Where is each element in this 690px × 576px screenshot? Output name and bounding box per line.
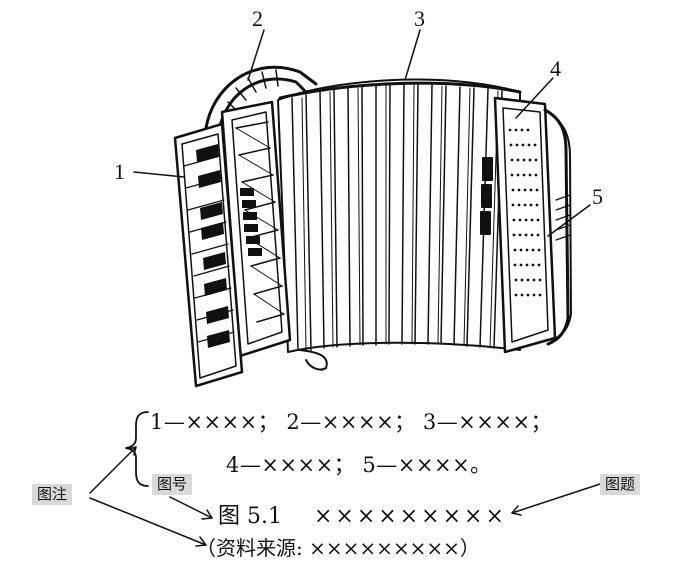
- callout-5: 5: [592, 184, 603, 209]
- callout-4: 4: [550, 56, 561, 81]
- tag-number: 图号: [152, 474, 193, 495]
- figure-caption: 图 5.1 ×××××××××: [218, 506, 507, 528]
- tag-title: 图题: [600, 474, 641, 495]
- callout-3: 3: [414, 6, 425, 31]
- caption-number: 图 5.1: [218, 504, 282, 529]
- bellows: [277, 78, 522, 353]
- source-line: （资料来源: ×××××××××）: [196, 536, 480, 560]
- annotation-arrows: [89, 446, 601, 547]
- callout-2: 2: [252, 6, 263, 31]
- legend-brace: [125, 411, 149, 487]
- callout-1: 1: [114, 159, 125, 184]
- tag-note: 图注: [32, 484, 73, 505]
- callout-leaders: [133, 29, 591, 237]
- legend-line-1: 1—××××； 2—××××； 3—××××；: [150, 410, 553, 434]
- caption-title: ×××××××××: [313, 504, 507, 529]
- bass-side: [480, 96, 572, 354]
- strap: [203, 65, 318, 140]
- legend-line-2: 4—××××； 5—××××。: [226, 453, 492, 477]
- keyboard: [173, 122, 262, 388]
